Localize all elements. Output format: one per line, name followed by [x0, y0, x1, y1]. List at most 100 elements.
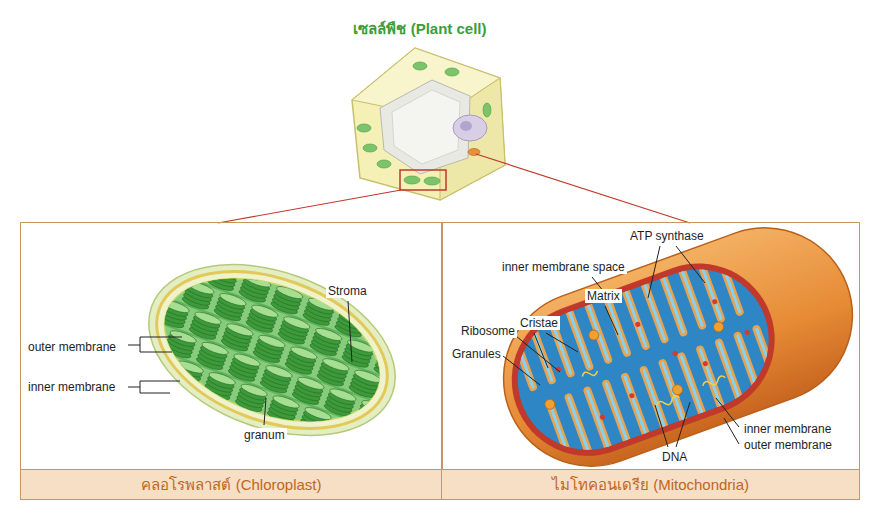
- crista-core: [757, 329, 778, 387]
- crista: [587, 391, 608, 449]
- thylakoid: [368, 326, 397, 343]
- thylakoid: [257, 333, 286, 350]
- crista-core: [681, 356, 702, 414]
- thylakoid: [193, 310, 222, 327]
- part-label: Stroma: [326, 284, 369, 298]
- thylakoid: [321, 356, 350, 373]
- leader-lines: [503, 246, 739, 447]
- thylakoid: [374, 360, 403, 377]
- crista: [663, 276, 684, 332]
- thylakoid: [201, 340, 230, 357]
- thylakoid: [328, 386, 357, 403]
- crista-core: [644, 283, 665, 339]
- crista-core: [606, 384, 627, 442]
- part-label: ATP synthase: [628, 229, 706, 243]
- thylakoid: [177, 257, 206, 274]
- granum-stack: [341, 338, 376, 370]
- thylakoid: [250, 303, 279, 320]
- granum-stack: [202, 370, 237, 402]
- thylakoid: [162, 298, 191, 315]
- crista: [719, 255, 740, 311]
- thylakoid: [243, 272, 272, 289]
- thylakoid: [375, 357, 404, 374]
- thylakoid: [356, 409, 385, 426]
- thylakoid: [304, 405, 333, 422]
- thylakoid: [178, 253, 207, 270]
- crista-core: [719, 255, 740, 311]
- thylakoid: [233, 352, 262, 369]
- granum-stack: [348, 368, 383, 400]
- crista: [663, 363, 684, 421]
- crista: [625, 290, 646, 346]
- crista-core: [588, 303, 609, 359]
- panel-box: คลอโรพลาสต์ (Chloroplast): [20, 222, 443, 500]
- part-label: Ribosome: [459, 324, 517, 338]
- crista-core: [700, 262, 721, 318]
- thylakoid: [175, 260, 204, 277]
- crista-core: [512, 331, 533, 387]
- part-label: outer membrane: [26, 340, 118, 354]
- thylakoid: [289, 345, 318, 362]
- crista-core: [625, 290, 646, 346]
- crista: [644, 370, 665, 428]
- crista: [569, 397, 590, 455]
- crista-core: [719, 343, 740, 401]
- granum-stack: [163, 328, 198, 360]
- granum-stack: [334, 307, 369, 339]
- part-label: granum: [242, 428, 287, 442]
- thylakoid: [211, 261, 240, 278]
- crista-core: [663, 276, 684, 332]
- crista: [738, 336, 759, 394]
- granum-stack: [170, 359, 205, 391]
- granum-stack: [238, 272, 273, 304]
- part-label: outer membrane: [742, 438, 834, 452]
- thylakoid: [264, 363, 293, 380]
- thylakoid: [331, 428, 360, 445]
- crista-core: [663, 363, 684, 421]
- granum-stack: [252, 333, 287, 365]
- granum-stack: [291, 375, 326, 407]
- crista-core: [606, 296, 627, 352]
- granum-stack: [227, 352, 262, 384]
- crista: [719, 343, 740, 401]
- part-label: Cristae: [518, 316, 560, 330]
- granum-stack: [266, 393, 301, 425]
- part-label: inner membrane: [742, 422, 833, 436]
- thylakoid: [272, 393, 301, 410]
- thylakoid: [370, 323, 399, 340]
- part-label: Matrix: [585, 289, 622, 303]
- granum-stack: [234, 382, 269, 414]
- thylakoid: [176, 359, 205, 376]
- crista: [681, 356, 702, 414]
- granum-stack: [309, 326, 344, 358]
- crista: [512, 331, 533, 387]
- crista-core: [644, 370, 665, 428]
- caption-band: ไมโทคอนเดรีย (Mitochondria): [442, 469, 859, 499]
- crista: [550, 404, 571, 462]
- thylakoid: [355, 413, 384, 430]
- thylakoid: [179, 249, 208, 266]
- thylakoid: [298, 420, 327, 437]
- crista: [606, 296, 627, 352]
- granum-stack: [206, 261, 241, 293]
- thylakoid: [141, 354, 170, 371]
- mitochondrion: [479, 203, 877, 491]
- stroma-lamella: [164, 380, 202, 394]
- granum-stack: [195, 340, 230, 372]
- granum-stack: [174, 249, 209, 281]
- thylakoid: [338, 311, 367, 328]
- thylakoid: [358, 406, 387, 423]
- thylakoid: [218, 291, 247, 308]
- thylakoid: [240, 382, 269, 399]
- crista: [588, 303, 609, 359]
- granum-stack: [330, 417, 365, 449]
- thylakoid: [186, 279, 215, 296]
- granum-stack: [366, 319, 401, 351]
- caption-band: คลอโรพลาสต์ (Chloroplast): [21, 469, 442, 499]
- thylakoid: [174, 264, 203, 281]
- stroma-lamella: [349, 419, 387, 433]
- crista: [757, 329, 778, 387]
- granum-stack: [284, 345, 319, 377]
- granum-stack: [302, 296, 337, 328]
